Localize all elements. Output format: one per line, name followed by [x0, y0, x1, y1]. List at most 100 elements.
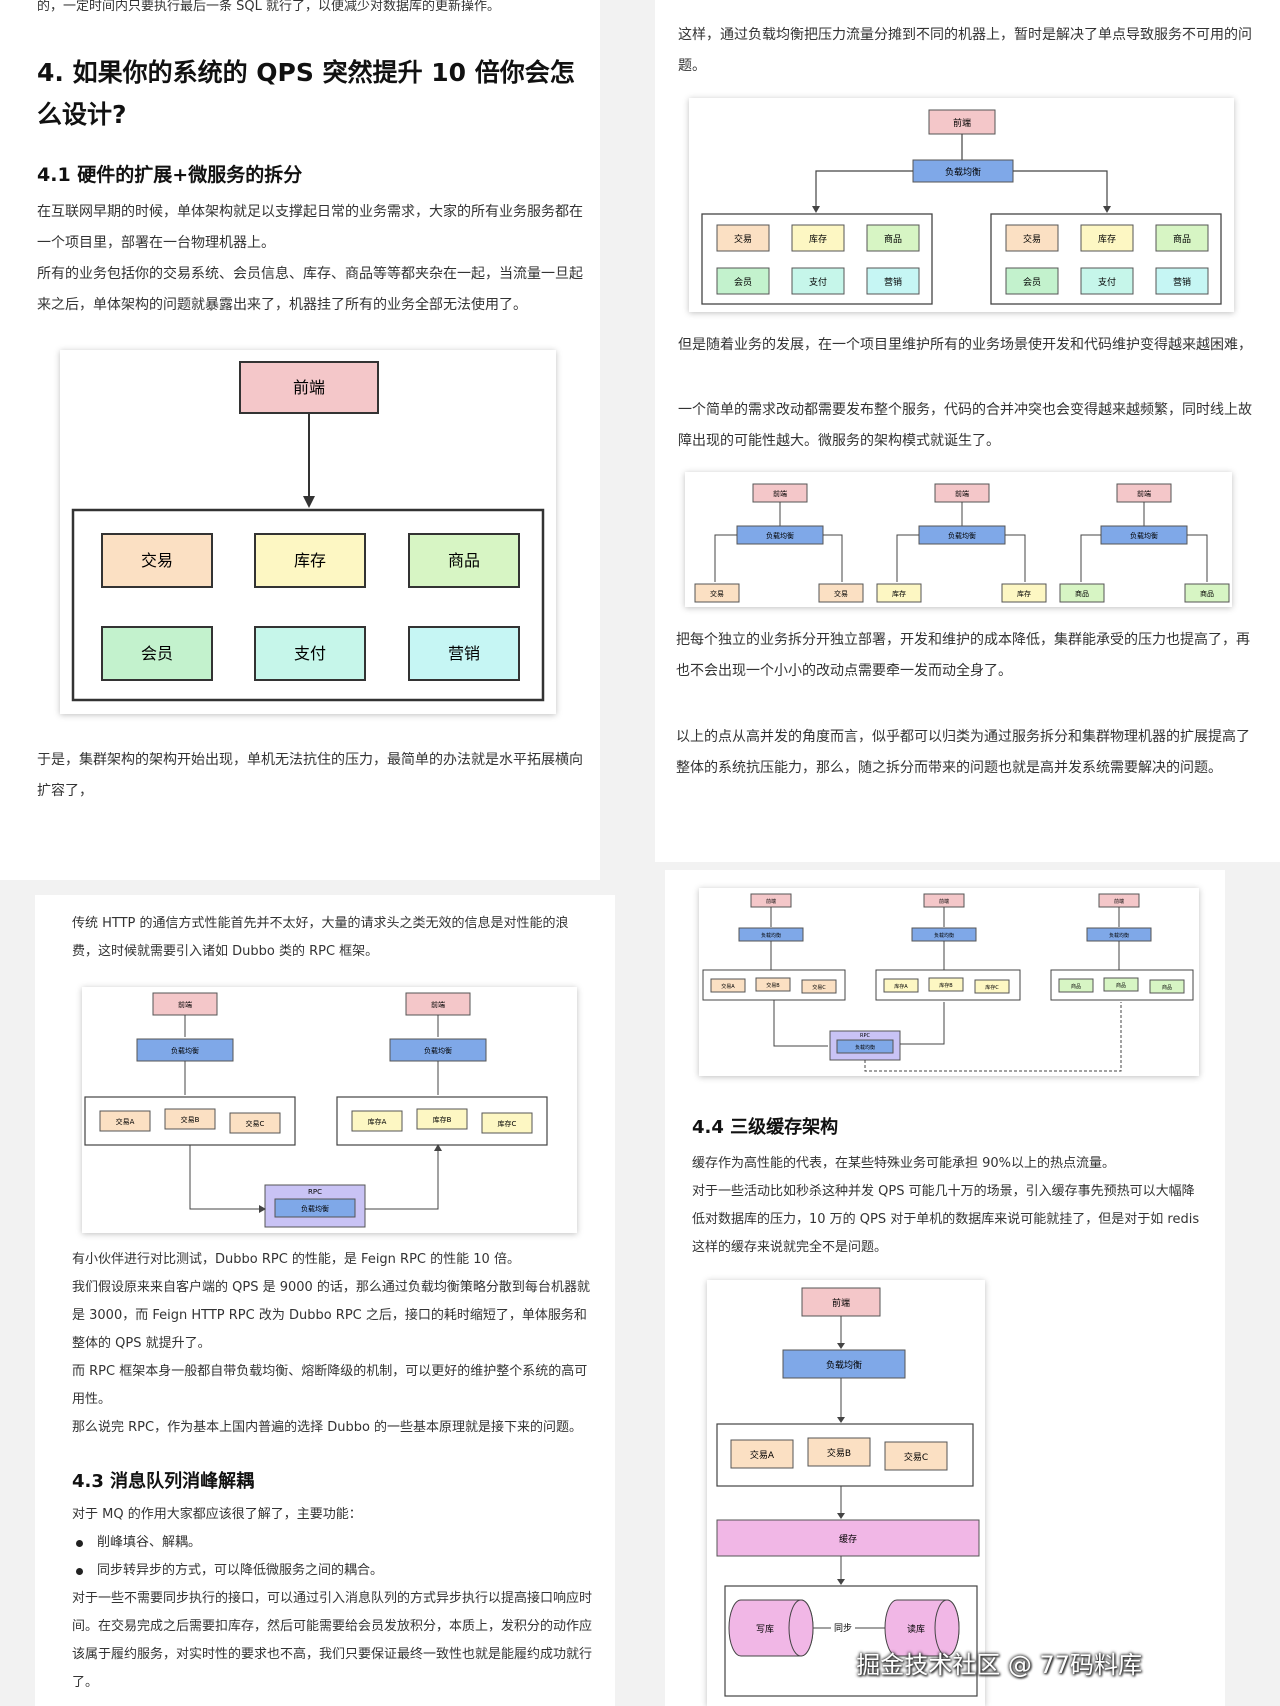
- cache-svg: 前端 负载均衡 交易A 交易B 交易C 缓存 写库: [716, 1287, 980, 1697]
- svg-text:库存: 库存: [892, 589, 906, 598]
- cluster-svg: 前端 负载均衡 交易 库存 商品 会员 支付 营销 交易 库存 商品 会员 支付: [701, 109, 1222, 305]
- section-heading-4-4: 4.4 三级缓存架构: [692, 1117, 839, 1138]
- svg-text:商品: 商品: [1116, 982, 1126, 989]
- paragraph-rpc-features: 而 RPC 框架本身一般都自带负载均衡、熔断降级的机制，可以更好的维护整个系统的…: [72, 1364, 588, 1407]
- rpc-svg: 前端 负载均衡 交易A 交易B 交易C 前端 负载均衡 库存A 库存B 库存C …: [84, 992, 548, 1228]
- diagram-rpc-microservice: 前端 负载均衡 交易A 交易B 交易C 前端 负载均衡 库存A 库存B 库存C …: [699, 888, 1199, 1076]
- stock-node: 库存: [294, 551, 326, 570]
- svg-text:前端: 前端: [178, 1000, 192, 1009]
- svg-text:会员: 会员: [1023, 276, 1041, 288]
- svg-text:交易C: 交易C: [904, 1451, 928, 1463]
- svg-text:前端: 前端: [431, 1000, 445, 1009]
- svg-text:商品: 商品: [1075, 589, 1089, 598]
- svg-text:交易: 交易: [734, 233, 752, 245]
- svg-text:交易A: 交易A: [721, 983, 735, 990]
- svg-text:营销: 营销: [884, 276, 902, 288]
- paragraph-monolith-1: 在互联网早期的时候，单体架构就足以支撑起日常的业务需求，大家的所有业务服务都在一…: [37, 204, 583, 251]
- bullet-dot: [76, 1539, 83, 1547]
- monolith-svg: 前端 交易 库存 商品 会员 支付 营销: [71, 361, 545, 702]
- svg-text:库存: 库存: [809, 233, 827, 245]
- page-bottom-left: 传统 HTTP 的通信方式性能首先并不太好，大量的请求头之类无效的信息是对性能的…: [35, 895, 615, 1706]
- svg-text:商品: 商品: [1173, 233, 1191, 245]
- svg-text:前端: 前端: [1137, 489, 1151, 498]
- paragraph-monolith-2: 所有的业务包括你的交易系统、会员信息、库存、商品等等都夹杂在一起，当流量一旦起来…: [37, 266, 583, 313]
- svg-text:RPC: RPC: [308, 1188, 322, 1196]
- paragraph-top-fragment: 的，一定时间内只要执行最后一条 SQL 就行了，以便减少对数据库的更新操作。: [37, 0, 500, 14]
- svg-text:交易C: 交易C: [812, 984, 826, 991]
- svg-text:交易B: 交易B: [827, 1447, 851, 1459]
- svg-text:前端: 前端: [955, 489, 969, 498]
- svg-text:交易B: 交易B: [181, 1115, 200, 1124]
- svg-text:商品: 商品: [1162, 984, 1172, 991]
- svg-text:负载均衡: 负载均衡: [171, 1046, 199, 1055]
- svg-text:会员: 会员: [734, 276, 752, 288]
- paragraph-cluster: 于是，集群架构的架构开始出现，单机无法抗住的压力，最简单的办法就是水平拓展横向扩…: [37, 752, 583, 799]
- svg-text:负载均衡: 负载均衡: [948, 531, 976, 540]
- svg-text:交易: 交易: [1023, 233, 1041, 245]
- svg-text:负载均衡: 负载均衡: [855, 1044, 875, 1051]
- svg-text:同步: 同步: [834, 1623, 852, 1634]
- watermark: 掘金技术社区 @ 77码料库: [856, 1651, 1142, 1679]
- paragraph-dubbo-next: 那么说完 RPC，作为基本上国内普遍的选择 Dubbo 的一些基本原理就是接下来…: [72, 1420, 583, 1435]
- svg-text:库存B: 库存B: [433, 1115, 452, 1124]
- paragraph-cache-qps: 对于一些活动比如秒杀这种并发 QPS 可能几十万的场景，引入缓存事先预热可以大幅…: [692, 1184, 1200, 1255]
- rpc-microservice-svg: 前端 负载均衡 交易A 交易B 交易C 前端 负载均衡 库存A 库存B 库存C …: [702, 893, 1194, 1072]
- section-heading-4-3: 4.3 消息队列消峰解耦: [72, 1471, 255, 1492]
- svg-text:支付: 支付: [809, 276, 827, 288]
- svg-text:库存B: 库存B: [939, 982, 953, 989]
- paragraph-qps-example: 我们假设原来来自客户端的 QPS 是 9000 的话，那么通过负载均衡策略分散到…: [72, 1280, 590, 1351]
- svg-text:商品: 商品: [1200, 589, 1214, 598]
- trade-node: 交易: [141, 551, 173, 570]
- svg-text:负载均衡: 负载均衡: [301, 1204, 329, 1213]
- svg-text:营销: 营销: [1173, 276, 1191, 288]
- svg-text:前端: 前端: [939, 898, 949, 905]
- diagram-monolith: 前端 交易 库存 商品 会员 支付 营销: [60, 350, 556, 714]
- paragraph-http: 传统 HTTP 的通信方式性能首先并不太好，大量的请求头之类无效的信息是对性能的…: [72, 916, 569, 959]
- svg-text:负载均衡: 负载均衡: [826, 1359, 862, 1371]
- paragraph-difficulty: 但是随着业务的发展，在一个项目里维护所有的业务场景使开发和代码维护变得越来越困难…: [678, 337, 1252, 353]
- svg-text:负载均衡: 负载均衡: [934, 932, 954, 939]
- diagram-cluster: 前端 负载均衡 交易 库存 商品 会员 支付 营销 交易 库存 商品 会员 支付: [689, 98, 1234, 312]
- paragraph-cache-intro: 缓存作为高性能的代表，在某些特殊业务可能承担 90%以上的热点流量。: [692, 1156, 1116, 1171]
- svg-text:负载均衡: 负载均衡: [1130, 531, 1158, 540]
- svg-text:负载均衡: 负载均衡: [761, 932, 781, 939]
- svg-text:库存A: 库存A: [368, 1117, 387, 1126]
- paragraph-split-deploy: 把每个独立的业务拆分开独立部署，开发和维护的成本降低，集群能承受的压力也提高了，…: [676, 632, 1250, 679]
- svg-text:读库: 读库: [907, 1623, 925, 1635]
- member-node: 会员: [141, 644, 173, 663]
- svg-text:库存: 库存: [1098, 233, 1116, 245]
- bullet-item-1: 削峰填谷、解耦。: [72, 1529, 201, 1557]
- goods-node: 商品: [448, 551, 480, 570]
- svg-text:支付: 支付: [1098, 276, 1116, 288]
- svg-text:商品: 商品: [1071, 983, 1081, 990]
- svg-text:写库: 写库: [756, 1623, 774, 1635]
- marketing-node: 营销: [448, 644, 480, 663]
- diagram-three-level-cache: 前端 负载均衡 交易A 交易B 交易C 缓存 写库: [707, 1280, 985, 1706]
- paragraph-lb: 这样，通过负载均衡把压力流量分摊到不同的机器上，暂时是解决了单点导致服务不可用的…: [678, 27, 1252, 74]
- svg-text:前端: 前端: [766, 898, 776, 905]
- svg-text:库存: 库存: [1017, 589, 1031, 598]
- pay-node: 支付: [294, 644, 326, 663]
- svg-text:交易B: 交易B: [766, 982, 780, 989]
- svg-text:负载均衡: 负载均衡: [766, 531, 794, 540]
- svg-text:前端: 前端: [953, 117, 971, 129]
- svg-text:交易A: 交易A: [750, 1449, 775, 1461]
- svg-text:交易: 交易: [834, 589, 848, 598]
- svg-text:商品: 商品: [884, 233, 902, 245]
- svg-text:前端: 前端: [832, 1297, 850, 1309]
- microservice-svg: 前端 负载均衡 交易 交易 前端 负载均衡 库存 库存 前端 负载均衡 商: [694, 483, 1230, 603]
- svg-text:负载均衡: 负载均衡: [1109, 932, 1129, 939]
- paragraph-mq-async: 对于一些不需要同步执行的接口，可以通过引入消息队列的方式异步执行以提高接口响应时…: [72, 1591, 593, 1690]
- paragraph-summary: 以上的点从高并发的角度而言，似乎都可以归类为通过服务拆分和集群物理机器的扩展提高…: [676, 729, 1250, 776]
- page-top-right: 这样，通过负载均衡把压力流量分摊到不同的机器上，暂时是解决了单点导致服务不可用的…: [655, 0, 1280, 862]
- svg-text:前端: 前端: [773, 489, 787, 498]
- diagram-rpc: 前端 负载均衡 交易A 交易B 交易C 前端 负载均衡 库存A 库存B 库存C …: [82, 987, 577, 1233]
- section-heading-4: 4. 如果你的系统的 QPS 突然提升 10 倍你会怎么设计?: [37, 58, 575, 129]
- svg-text:负载均衡: 负载均衡: [424, 1046, 452, 1055]
- paragraph-dubbo-benchmark: 有小伙伴进行对比测试，Dubbo RPC 的性能，是 Feign RPC 的性能…: [72, 1252, 520, 1267]
- svg-text:交易C: 交易C: [246, 1119, 265, 1128]
- page-top-left: 的，一定时间内只要执行最后一条 SQL 就行了，以便减少对数据库的更新操作。 4…: [0, 0, 600, 880]
- svg-text:库存C: 库存C: [498, 1119, 517, 1128]
- section-heading-4-1: 4.1 硬件的扩展+微服务的拆分: [37, 164, 303, 186]
- svg-text:交易: 交易: [710, 589, 724, 598]
